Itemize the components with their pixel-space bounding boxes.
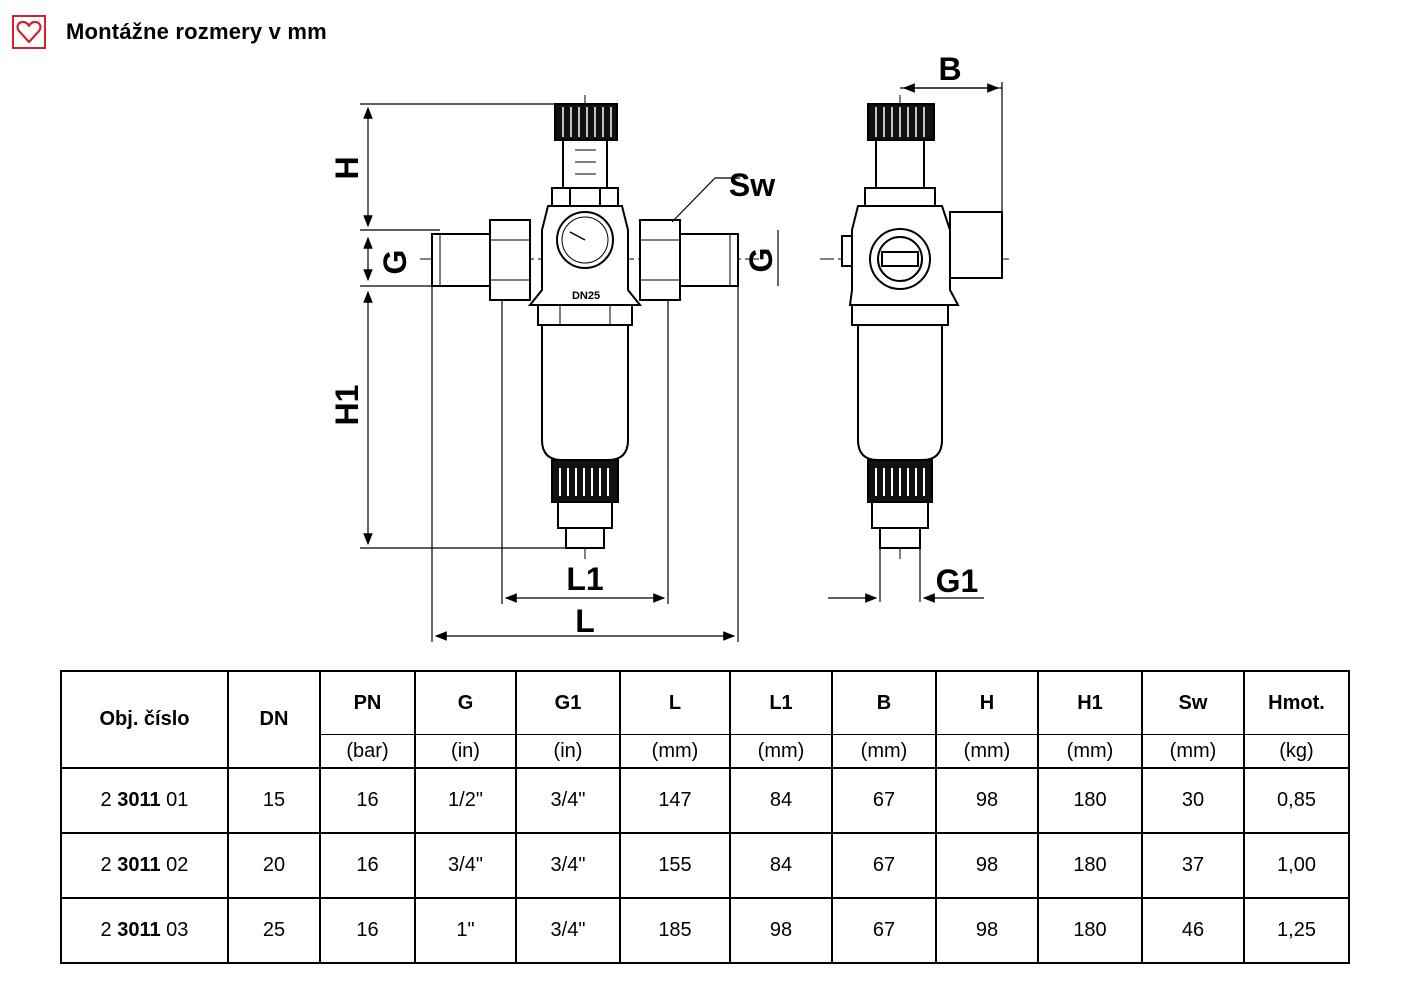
table-cell: 3/4": [414, 832, 517, 899]
obj-main: 3011: [117, 919, 161, 941]
table-cell: 84: [729, 832, 833, 899]
unit-h: (mm): [935, 734, 1039, 769]
table-cell: 16: [319, 767, 416, 834]
table-cell: 37: [1141, 832, 1245, 899]
table-cell: 98: [935, 832, 1039, 899]
unit-sw: (mm): [1141, 734, 1245, 769]
table-cell: 3/4": [515, 897, 621, 964]
section-header: Montážne rozmery v mm: [12, 14, 327, 50]
obj-prefix: 2: [100, 919, 118, 941]
label-l1: L1: [566, 561, 603, 597]
table-cell: 46: [1141, 897, 1245, 964]
col-header-h: H: [935, 670, 1039, 735]
table-cell: 147: [619, 767, 731, 834]
obj-main: 3011: [117, 854, 161, 876]
col-header-h1: H1: [1037, 670, 1143, 735]
col-header-l: L: [619, 670, 731, 735]
label-g1: G1: [936, 563, 979, 599]
col-header-sw: Sw: [1141, 670, 1245, 735]
table-cell: 98: [935, 897, 1039, 964]
table-cell: 3/4": [515, 832, 621, 899]
table-cell: 0,85: [1243, 767, 1350, 834]
table-cell: 3/4": [515, 767, 621, 834]
col-header-g: G: [414, 670, 517, 735]
table-cell: 67: [831, 767, 937, 834]
table-cell: 84: [729, 767, 833, 834]
obj-suffix: 03: [160, 919, 189, 941]
table-cell: 25: [227, 897, 321, 964]
obj-suffix: 01: [160, 789, 189, 811]
unit-g: (in): [414, 734, 517, 769]
table-cell: 1,25: [1243, 897, 1350, 964]
table-cell: 16: [319, 897, 416, 964]
cell-obj-cislo: 2 3011 03: [60, 897, 229, 964]
table-cell: 180: [1037, 832, 1143, 899]
obj-main: 3011: [117, 789, 161, 811]
dimensions-table: Obj. číslo DN PN G G1 L L1 B H H1 Sw Hmo…: [60, 670, 1350, 964]
table-cell: 67: [831, 897, 937, 964]
cell-obj-cislo: 2 3011 01: [60, 767, 229, 834]
table-cell: 180: [1037, 897, 1143, 964]
label-h1: H1: [329, 385, 365, 426]
col-header-dn: DN: [227, 670, 321, 769]
unit-b: (mm): [831, 734, 937, 769]
table-cell: 1": [414, 897, 517, 964]
label-b: B: [938, 51, 961, 87]
front-view: [420, 95, 760, 560]
label-sw: Sw: [729, 167, 775, 203]
col-header-pn: PN: [319, 670, 416, 735]
table-cell: 155: [619, 832, 731, 899]
col-header-hmot: Hmot.: [1243, 670, 1350, 735]
table-cell: 98: [935, 767, 1039, 834]
col-header-b: B: [831, 670, 937, 735]
label-h: H: [329, 156, 365, 179]
heart-icon: [12, 15, 46, 49]
obj-prefix: 2: [100, 789, 118, 811]
table-cell: 30: [1141, 767, 1245, 834]
col-header-obj: Obj. číslo: [60, 670, 229, 769]
col-header-g1: G1: [515, 670, 621, 735]
label-g-left: G: [377, 250, 413, 275]
table-cell: 185: [619, 897, 731, 964]
unit-l: (mm): [619, 734, 731, 769]
table-cell: 15: [227, 767, 321, 834]
label-g-right: G: [743, 248, 779, 273]
unit-h1: (mm): [1037, 734, 1143, 769]
label-l: L: [575, 603, 595, 639]
table-cell: 98: [729, 897, 833, 964]
table-cell: 20: [227, 832, 321, 899]
table-cell: 16: [319, 832, 416, 899]
unit-l1: (mm): [729, 734, 833, 769]
table-cell: 1/2": [414, 767, 517, 834]
table-cell: 1,00: [1243, 832, 1350, 899]
table-cell: 67: [831, 832, 937, 899]
obj-prefix: 2: [100, 854, 118, 876]
table-header-row: Obj. číslo DN PN G G1 L L1 B H H1 Sw Hmo…: [60, 670, 1350, 769]
cell-obj-cislo: 2 3011 02: [60, 832, 229, 899]
table-unit-row: (bar) (in) (in) (mm) (mm) (mm) (mm) (mm)…: [61, 734, 1350, 769]
obj-suffix: 02: [160, 854, 189, 876]
unit-pn: (bar): [319, 734, 416, 769]
col-header-l1: L1: [729, 670, 833, 735]
side-view: [820, 95, 1010, 560]
gauge-text: DN25: [572, 290, 600, 302]
section-title: Montážne rozmery v mm: [66, 19, 327, 44]
table-cell: 180: [1037, 767, 1143, 834]
technical-drawing: H G H1 G L1 L Sw B G1 DN25: [300, 50, 1060, 650]
unit-hmot: (kg): [1243, 734, 1350, 769]
unit-g1: (in): [515, 734, 621, 769]
